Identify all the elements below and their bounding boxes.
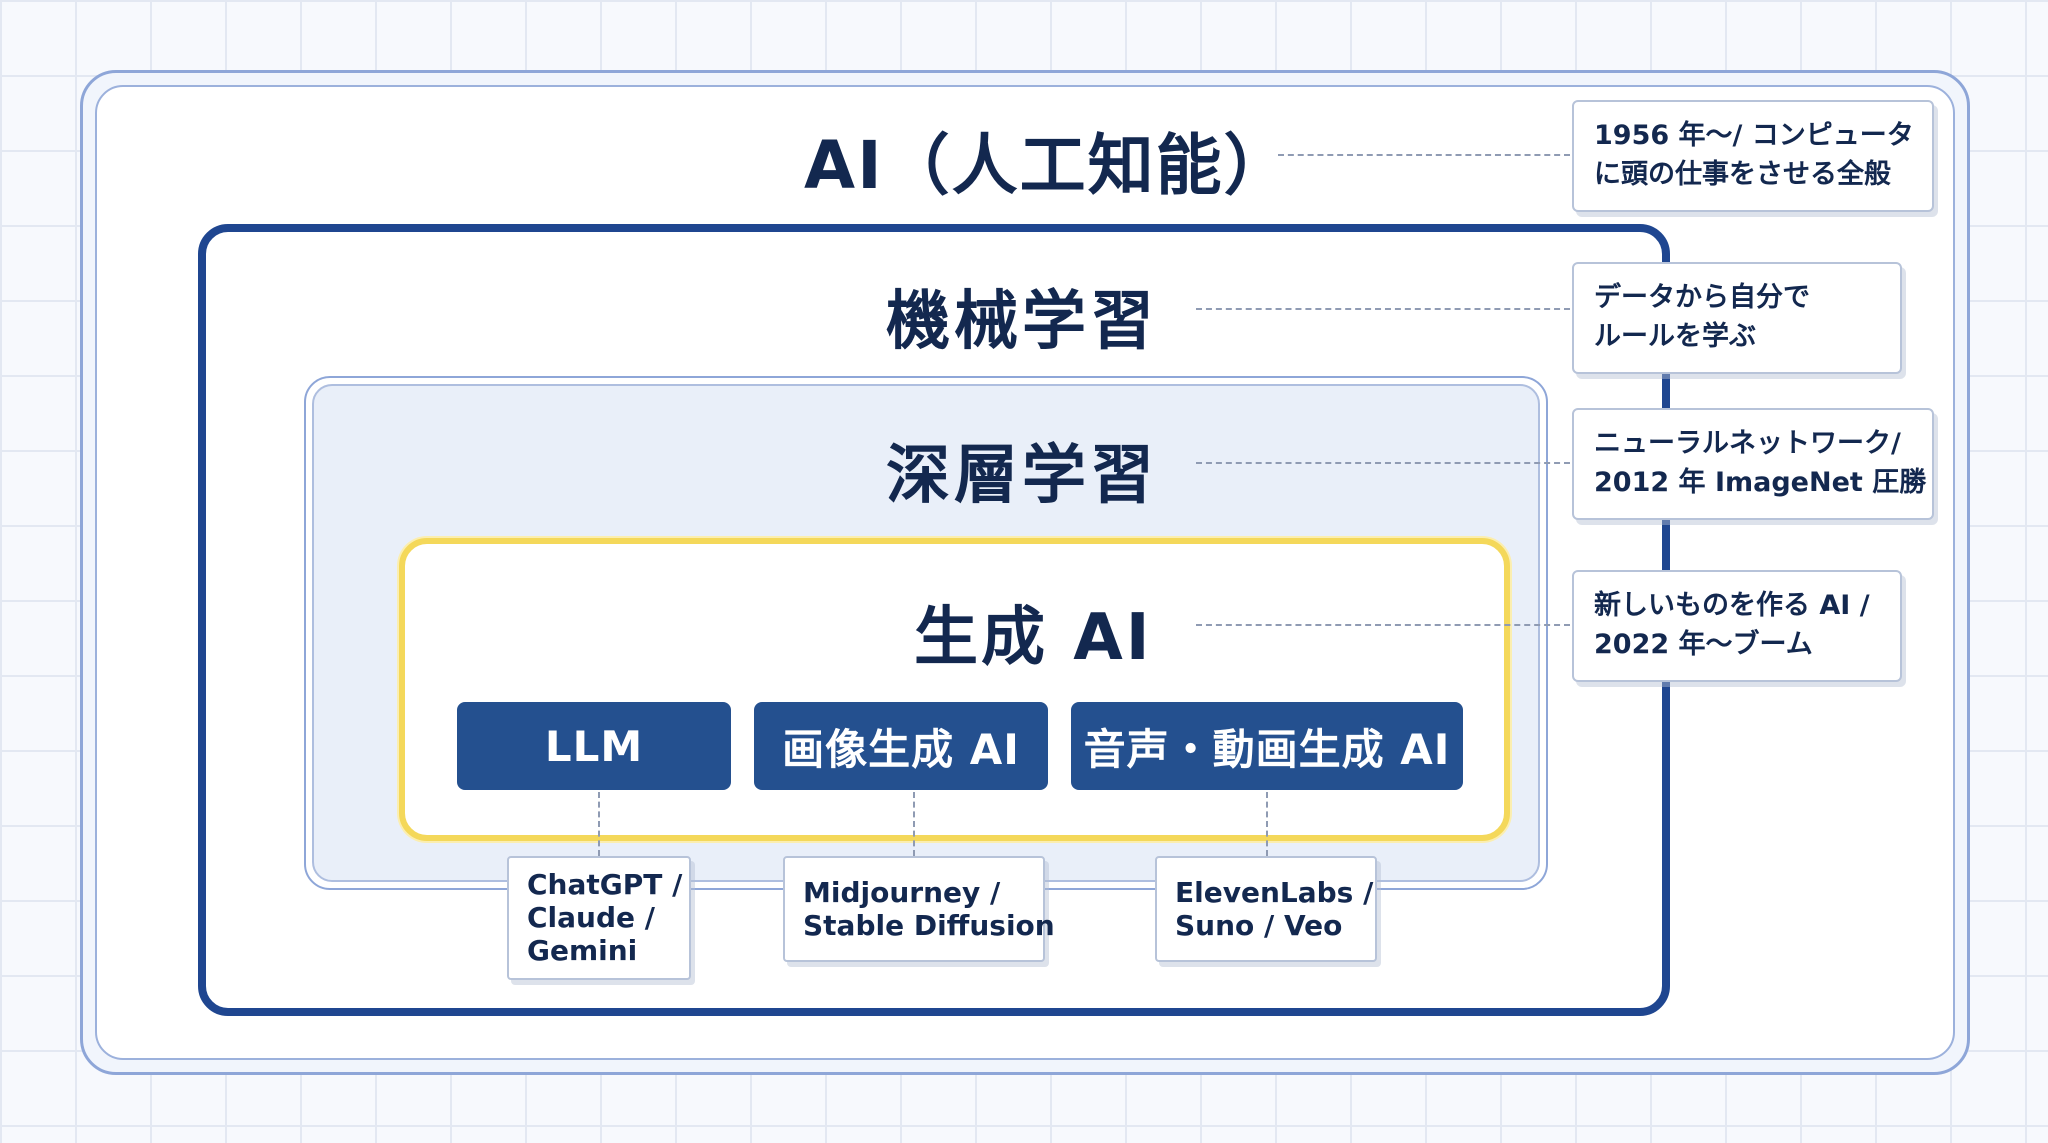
ai-note-line: に頭の仕事をさせる全般: [1594, 159, 1891, 190]
example-line: Claude /: [527, 901, 655, 934]
machine-learning-leader-line: [1196, 308, 1570, 310]
audio-video-generation-examples: ElevenLabs / Suno / Veo: [1155, 856, 1377, 962]
generative-ai-note: 新しいものを作る AI / 2022 年〜ブーム: [1572, 570, 1902, 682]
deep-learning-note-line: 2012 年 ImageNet 圧勝: [1594, 467, 1927, 498]
ai-title: AI（人工知能）: [804, 127, 1292, 204]
llm-example-connector: [598, 792, 600, 856]
generative-ai-title: 生成 AI: [914, 601, 1153, 675]
generative-ai-note-line: 2022 年〜ブーム: [1594, 629, 1813, 660]
example-line: Gemini: [527, 934, 638, 967]
deep-learning-leader-line: [1196, 462, 1570, 464]
ai-leader-line: [1278, 154, 1570, 156]
machine-learning-note: データから自分で ルールを学ぶ: [1572, 262, 1902, 374]
ai-note-line: 1956 年〜/ コンピュータ: [1594, 120, 1914, 151]
deep-learning-note: ニューラルネットワーク/ 2012 年 ImageNet 圧勝: [1572, 408, 1934, 520]
llm-examples: ChatGPT / Claude / Gemini: [507, 856, 691, 980]
audio-example-connector: [1266, 792, 1268, 856]
machine-learning-title: 機械学習: [886, 285, 1158, 359]
example-line: Midjourney /: [803, 876, 1001, 909]
llm-category: LLM: [457, 702, 731, 790]
generative-ai-region: [399, 538, 1510, 841]
deep-learning-note-line: ニューラルネットワーク/: [1594, 428, 1901, 459]
deep-learning-title: 深層学習: [886, 439, 1158, 513]
generative-ai-leader-line: [1196, 624, 1570, 626]
generative-ai-note-line: 新しいものを作る AI /: [1594, 590, 1870, 621]
image-generation-category: 画像生成 AI: [754, 702, 1048, 790]
example-line: Stable Diffusion: [803, 909, 1055, 942]
example-line: ElevenLabs /: [1175, 876, 1374, 909]
example-line: Suno / Veo: [1175, 909, 1343, 942]
image-example-connector: [913, 792, 915, 856]
ai-note: 1956 年〜/ コンピュータ に頭の仕事をさせる全般: [1572, 100, 1934, 212]
image-generation-examples: Midjourney / Stable Diffusion: [783, 856, 1055, 962]
example-line: ChatGPT /: [527, 868, 683, 901]
machine-learning-note-line: ルールを学ぶ: [1594, 321, 1756, 352]
machine-learning-note-line: データから自分で: [1594, 282, 1810, 313]
audio-video-generation-category: 音声・動画生成 AI: [1071, 702, 1463, 790]
